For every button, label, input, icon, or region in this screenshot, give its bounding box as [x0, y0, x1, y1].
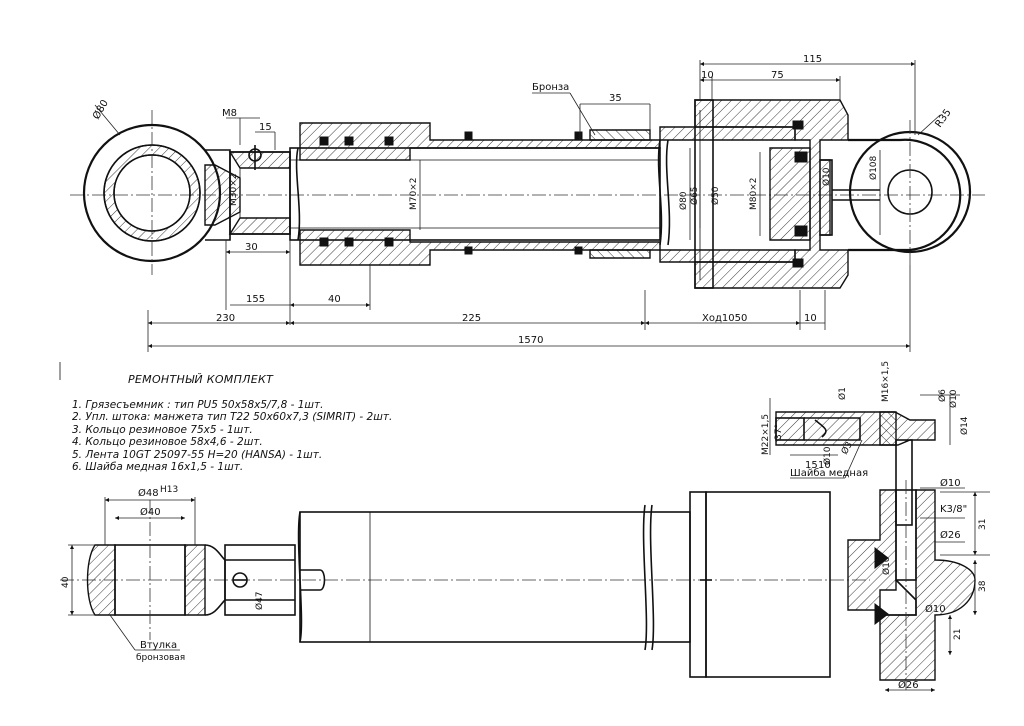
dim-35: 35 [609, 93, 622, 104]
rod-end-exterior: Ø47 [224, 544, 326, 616]
kit-item: 4. Кольцо резиновое 58х4,6 - 2шт. [72, 436, 263, 449]
dim-m8: M8 [222, 108, 237, 119]
dim-37deg: 37° [774, 424, 784, 440]
dim-40: 40 [328, 294, 341, 305]
label-bushing: Втулка [140, 640, 177, 651]
dim-225: 225 [462, 313, 481, 324]
dim-10-small: 10 [818, 460, 831, 471]
label-bronze: Бронза [532, 82, 569, 93]
gland [299, 122, 661, 266]
dim-m30: M30×2 [229, 174, 239, 206]
dim-38: 38 [978, 580, 988, 592]
kit-item: 5. Лента 10GT 25097-55 H=20 (HANSA) - 1ш… [72, 448, 323, 461]
dim-10-bottom: 10 [804, 313, 817, 324]
dim-15: 15 [259, 122, 272, 133]
kit-item: 3. Кольцо резиновое 75х5 - 1шт. [72, 423, 253, 436]
dim-15-small: 15 [805, 460, 818, 471]
dim-od80: Ø80 [678, 191, 689, 210]
dim-d10f: Ø10 [940, 477, 961, 489]
dim-m22: M22×1,5 [761, 414, 771, 455]
label-bushing-material: бронзовая [136, 653, 185, 663]
dim-m80: M80×2 [749, 178, 759, 210]
end-cap [694, 99, 880, 289]
dim-d80: Ø80 [90, 98, 111, 122]
dim-10-top: 10 [701, 70, 714, 81]
dim-d6: Ø6 [937, 389, 948, 402]
dim-d40b: Ø40 [140, 506, 161, 518]
dim-d108: Ø108 [868, 155, 879, 180]
exterior-view: Ø48 H13 Ø40 40 Втулка бронзовая Ø47 [60, 477, 990, 692]
dim-k38: K3/8" [940, 504, 967, 515]
piston [769, 147, 811, 241]
dim-d50: Ø50 [710, 186, 721, 205]
dim-m70: M70×2 [409, 178, 419, 210]
dim-m16: M16×1,5 [881, 361, 891, 402]
dim-230: 230 [216, 313, 235, 324]
dim-d1: Ø1 [837, 387, 848, 400]
dim-d10c: Ø10 [948, 389, 959, 408]
dim-r35: R35 [933, 107, 953, 129]
dim-d48-tolerance: H13 [160, 485, 178, 495]
repair-kit-list: 1. Грязесъемник : тип PU5 50х58х5/7,8 - … [72, 399, 392, 473]
dim-115: 115 [803, 54, 822, 65]
dim-d26a: Ø26 [940, 529, 961, 541]
dim-31: 31 [978, 519, 988, 530]
dim-155: 155 [246, 294, 265, 305]
port-detail: M22×1,5 37° Ø1 M16×1,5 Ø6 Ø10 Ø14 Ø3 Ø10… [761, 361, 970, 526]
dim-75: 75 [771, 70, 784, 81]
dim-d10a: Ø10 [821, 167, 832, 186]
dim-30: 30 [245, 242, 258, 253]
top-labels: Ø80 M8 15 M30×2 30 155 40 230 225 Ход105… [90, 54, 954, 346]
rod-exterior [297, 504, 691, 651]
dim-d48: Ø48 [138, 487, 159, 499]
dim-d26b: Ø26 [898, 679, 919, 691]
label-copper-washer: Шайба медная [790, 468, 868, 479]
right-lug [848, 120, 972, 265]
dim-stroke: Ход1050 [702, 313, 747, 324]
bottom-dimensions [147, 240, 911, 352]
kit-item: 1. Грязесъемник : тип PU5 50х58х5/7,8 - … [72, 399, 324, 411]
top-dimensions [94, 60, 941, 240]
dim-d65: Ø65 [689, 186, 700, 205]
kit-item: 2. Упл. штока: манжета тип Т22 50х60х7,3… [72, 411, 393, 424]
left-bushing: Ø48 H13 Ø40 40 Втулка бронзовая [61, 485, 226, 663]
dim-d10h: Ø10 [925, 603, 946, 615]
right-mount-section: Ø10 K3/8" Ø26 31 38 Ø10 Ø10 21 Ø26 [847, 477, 990, 692]
repair-kit-title: РЕМОНТНЫЙ КОМПЛЕКТ [128, 373, 274, 386]
kit-item: 6. Шайба медная 16х1,5 - 1шт. [72, 461, 244, 474]
section-view: Ø80 M8 15 M30×2 30 155 40 230 225 Ход105… [70, 54, 985, 352]
dim-21: 21 [953, 629, 963, 640]
barrel-exterior [689, 491, 831, 678]
dim-1570: 1570 [518, 335, 543, 346]
dim-d10d: Ø10 [822, 446, 833, 465]
dim-40c: 40 [61, 576, 71, 588]
dim-d47: Ø47 [254, 591, 265, 610]
dim-d10g: Ø10 [881, 556, 892, 575]
dim-d14: Ø14 [959, 416, 970, 435]
left-eye [82, 110, 241, 275]
